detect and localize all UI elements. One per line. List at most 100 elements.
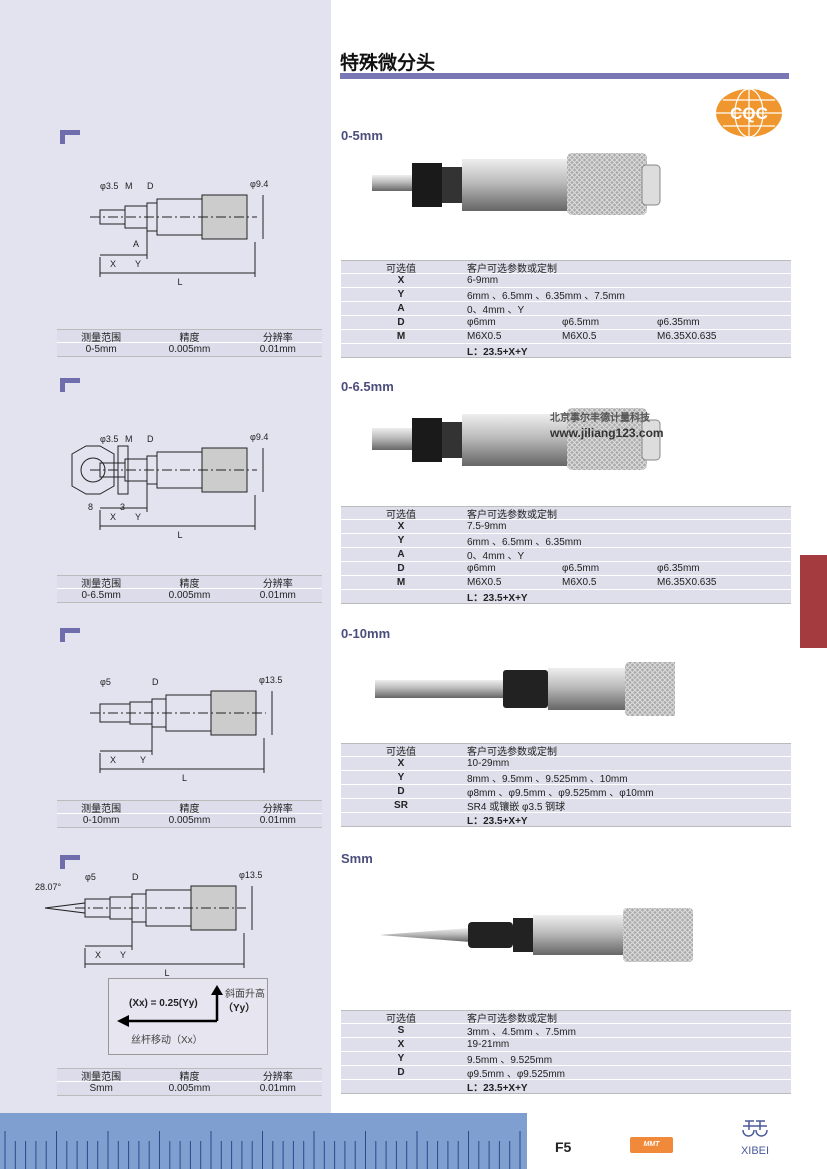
header-cell: 测量范围 xyxy=(81,1071,122,1083)
option-value: 6mm 、6.5mm 、6.35mm xyxy=(467,537,582,548)
dimension-label: M xyxy=(125,181,133,191)
option-value: 0、4mm 、Y xyxy=(467,305,525,316)
dimension-label: φ13.5 xyxy=(239,870,262,880)
section-tab[interactable] xyxy=(800,555,827,648)
dimension-label: φ5 xyxy=(100,677,111,687)
spec-value: 0-5mm xyxy=(85,344,117,355)
dimension-label: X xyxy=(110,512,116,522)
option-value: L：23.5+X+Y xyxy=(467,347,528,358)
option-value: M6.35X0.635 xyxy=(657,331,717,342)
svg-text:CQC: CQC xyxy=(730,104,768,123)
product-photo xyxy=(380,908,693,962)
table-row: Smm 0.005mm 0.01mm xyxy=(57,1082,322,1096)
formula-box: (Xx) = 0.25(Yy) 斜面升高 （Yy） 丝杆移动（Xx） xyxy=(108,978,268,1055)
spec-value: 0.01mm xyxy=(259,1083,296,1094)
dimension-label: φ3.5 xyxy=(100,181,118,191)
dimension-label: Y xyxy=(135,259,141,269)
table-header: 测量范围精度分辨率 xyxy=(57,329,322,344)
option-value: M6.35X0.635 xyxy=(657,577,717,588)
option-key: Y xyxy=(397,1053,405,1064)
header-cell: 客户可选参数或定制 xyxy=(467,746,557,758)
table-header: 测量范围精度分辨率 xyxy=(57,800,322,815)
section-heading: Smm xyxy=(341,851,373,866)
option-value: SR4 或镶嵌 φ3.5 钢球 xyxy=(467,802,566,813)
option-value: φ6.35mm xyxy=(657,563,700,574)
option-key: X xyxy=(397,1039,405,1050)
section-heading: 0-6.5mm xyxy=(341,379,394,394)
watermark-url: www.jiliang123.com xyxy=(550,426,664,440)
dimension-label: M xyxy=(125,434,133,444)
option-key: D xyxy=(397,786,405,797)
header-cell: 精度 xyxy=(179,332,200,344)
option-key: M xyxy=(396,331,406,342)
option-value: φ6.5mm xyxy=(562,317,600,328)
product-photo xyxy=(372,153,661,215)
option-value: 9.5mm 、9.525mm xyxy=(467,1055,553,1066)
dimension-label: φ9.4 xyxy=(250,432,268,442)
header-cell: 客户可选参数或定制 xyxy=(467,1013,557,1025)
option-key: Y xyxy=(397,772,405,783)
section-corner-mark xyxy=(60,378,80,392)
spec-value: 0.005mm xyxy=(168,815,211,826)
option-value: 7.5-9mm xyxy=(467,521,507,532)
xibei-text: XIBEI xyxy=(740,1145,770,1157)
header-cell: 可选值 xyxy=(386,1013,416,1025)
cqc-logo: CQC xyxy=(716,88,782,138)
dimension-label: D xyxy=(147,181,154,191)
dimension-label: 28.07° xyxy=(35,882,62,892)
spec-value: 0.01mm xyxy=(259,344,296,355)
spec-value: 0.005mm xyxy=(168,1083,211,1094)
option-value: φ6.35mm xyxy=(657,317,700,328)
dimension-label: A xyxy=(133,239,139,249)
option-value: M6X0.5 xyxy=(562,577,597,588)
formula-up-label: 斜面升高 xyxy=(225,989,265,1000)
option-value: M6X0.5 xyxy=(467,577,502,588)
header-cell: 分辨率 xyxy=(262,803,293,815)
table-header: 可选值 客户可选参数或定制 xyxy=(341,1010,791,1025)
option-key: X xyxy=(397,758,405,769)
spec-value: 0-6.5mm xyxy=(81,590,121,601)
page-number: F5 xyxy=(555,1139,572,1155)
header-cell: 精度 xyxy=(179,1071,200,1083)
section-corner-mark xyxy=(60,855,80,869)
header-cell: 分辨率 xyxy=(262,332,293,344)
header-cell: 客户可选参数或定制 xyxy=(467,509,557,521)
header-cell: 分辨率 xyxy=(262,578,293,590)
option-value: φ9.5mm 、φ9.525mm xyxy=(467,1069,565,1080)
watermark-line1: 北京事尔丰德计量科技 xyxy=(550,413,650,424)
option-value: 19-21mm xyxy=(467,1039,510,1050)
table-row: Y 9.5mm 、9.525mm xyxy=(341,1052,791,1066)
table-row: L：23.5+X+Y xyxy=(341,590,791,604)
dimension-label: L xyxy=(182,773,187,783)
section-corner-mark xyxy=(60,130,80,144)
option-key: D xyxy=(397,563,405,574)
header-cell: 可选值 xyxy=(386,746,416,758)
dimension-label: L xyxy=(178,530,183,540)
option-value: 3mm 、4.5mm 、7.5mm xyxy=(467,1027,576,1038)
dimension-label: L xyxy=(165,968,170,978)
option-value: 6mm 、6.5mm 、6.35mm 、7.5mm xyxy=(467,291,625,302)
spec-value: Smm xyxy=(89,1083,113,1094)
option-value: φ8mm 、φ9.5mm 、φ9.525mm 、φ10mm xyxy=(467,788,654,799)
dimension-label: φ9.4 xyxy=(250,179,268,189)
option-value: 0、4mm 、Y xyxy=(467,551,525,562)
option-key: Y xyxy=(397,535,405,546)
